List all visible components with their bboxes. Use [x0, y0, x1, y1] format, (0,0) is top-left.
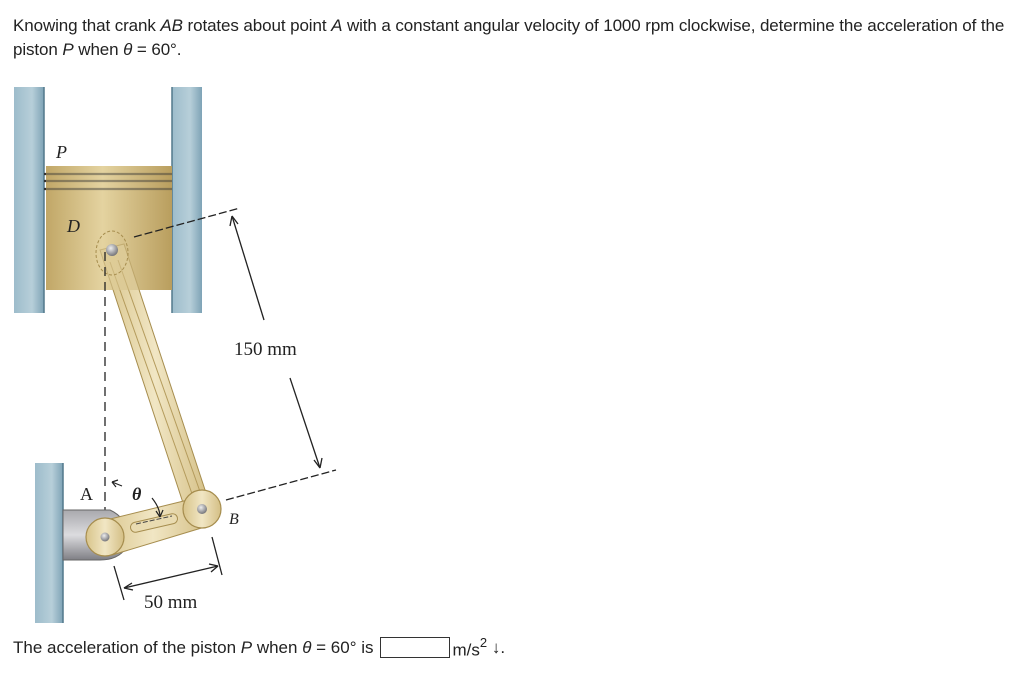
problem-text: = 60°.	[132, 40, 182, 59]
problem-text: with a constant angular velocity of 1000…	[13, 16, 1005, 59]
crank-length-label: 50 mm	[144, 592, 198, 613]
problem-text: when	[73, 40, 124, 59]
unit-exponent: 2	[479, 635, 488, 650]
direction-arrow-down: ↓.	[487, 637, 506, 657]
crank-length-dimension	[113, 536, 223, 601]
theta-arrow	[111, 479, 164, 518]
theta-symbol: θ	[123, 40, 133, 59]
point-symbol: A	[331, 16, 343, 35]
theta-symbol: θ	[302, 637, 312, 657]
crank-ab	[85, 489, 222, 557]
unit-base: m/s	[452, 640, 480, 660]
label-p: P	[55, 142, 67, 162]
unit-label: m/s2	[453, 633, 488, 663]
label-theta: θ	[132, 484, 142, 504]
problem-text: Knowing that crank	[13, 16, 161, 35]
answer-text: = 60° is	[311, 637, 374, 657]
answer-text: when	[252, 637, 303, 657]
piston-crank-figure: 150 mm 50 mm P D A θ B	[0, 80, 360, 625]
label-b: B	[229, 511, 239, 528]
label-a: A	[80, 484, 93, 504]
cylinder-wall-right	[171, 87, 202, 313]
answer-row: The acceleration of the piston P when θ …	[13, 633, 505, 663]
cylinder-wall-left	[14, 87, 45, 313]
wrist-pin-d	[106, 244, 118, 256]
crank-symbol: AB	[160, 16, 183, 35]
label-d: D	[66, 216, 80, 236]
rod-length-label: 150 mm	[234, 339, 297, 360]
acceleration-answer-input[interactable]	[379, 637, 450, 659]
problem-text: rotates about point	[182, 16, 332, 35]
answer-text: The acceleration of the piston	[13, 637, 241, 657]
piston-symbol: P	[240, 637, 253, 657]
base-wall	[35, 463, 64, 623]
problem-statement: Knowing that crank AB rotates about poin…	[13, 14, 1013, 62]
piston-symbol: P	[62, 40, 74, 59]
rod-length-dimension	[133, 207, 337, 501]
